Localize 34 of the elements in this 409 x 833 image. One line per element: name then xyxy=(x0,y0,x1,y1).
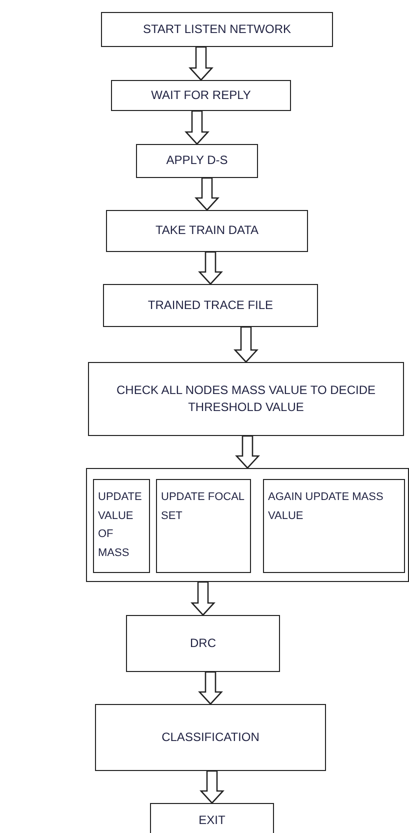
block-arrow xyxy=(190,581,216,616)
block-arrow xyxy=(198,671,223,705)
process-box xyxy=(136,144,258,178)
block-arrow xyxy=(198,251,223,285)
process-box xyxy=(106,210,308,252)
step-text: TRAINED TRACE FILE xyxy=(148,296,274,314)
step-text: AGAIN UPDATE MASS VALUE xyxy=(268,490,384,524)
block-arrow xyxy=(194,177,220,211)
block-arrow xyxy=(184,110,210,145)
block-arrow xyxy=(235,435,260,469)
process-box xyxy=(93,479,150,573)
process-box xyxy=(126,615,280,672)
step-text: CHECK ALL NODES MASS VALUE TO DECIDE THRESHOLD VALUE xyxy=(116,382,376,416)
process-box xyxy=(95,704,326,771)
block-arrow xyxy=(234,326,258,363)
container-box xyxy=(86,468,409,582)
step-text: TAKE TRAIN DATA xyxy=(155,222,259,240)
step-text: DRC xyxy=(190,634,216,652)
step-text: APPLY D-S xyxy=(166,152,228,170)
process-box xyxy=(101,12,333,47)
block-arrow xyxy=(200,770,224,804)
step-text: UPDATE FOCAL SET xyxy=(161,490,246,524)
step-text: START LISTEN NETWORK xyxy=(142,20,292,38)
process-box xyxy=(156,479,251,573)
block-arrow xyxy=(188,46,214,81)
process-box xyxy=(88,362,404,436)
step-text: EXIT xyxy=(198,812,226,829)
process-box xyxy=(103,284,318,327)
step-text: UPDATE VALUE OF MASS xyxy=(98,490,143,562)
step-text: WAIT FOR REPLY xyxy=(151,86,251,104)
process-box xyxy=(150,803,274,833)
process-box xyxy=(111,80,291,111)
process-box xyxy=(263,479,405,573)
step-text: CLASSIFICATION xyxy=(162,728,260,746)
